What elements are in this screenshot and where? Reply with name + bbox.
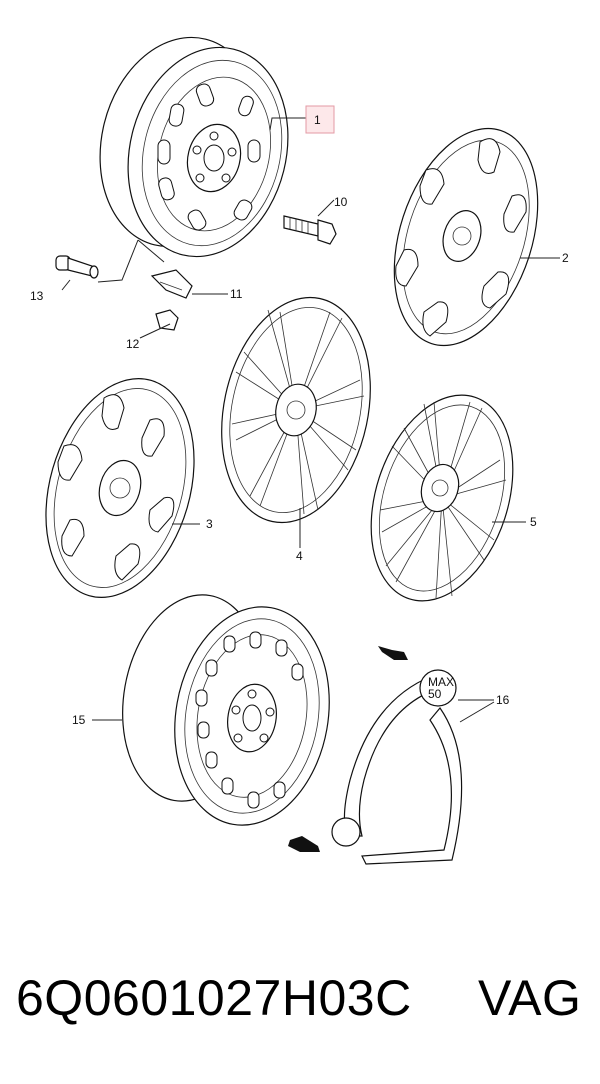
retaining-ring <box>331 669 463 865</box>
small-clip <box>155 309 179 331</box>
wheel-cover-5 <box>370 394 514 602</box>
callout-5: 5 <box>530 515 537 529</box>
wheel-cover-4 <box>221 296 371 524</box>
callout-13: 13 <box>30 289 44 303</box>
callout-3: 3 <box>206 517 213 531</box>
callout-4: 4 <box>296 549 303 563</box>
steel-wheel-rim <box>99 36 289 258</box>
callout-16: 16 <box>496 693 510 707</box>
callout-2: 2 <box>562 251 569 265</box>
arrow-icon <box>288 836 320 852</box>
footer: 6Q0601027H03C VAG <box>0 968 600 1048</box>
callout-11: 11 <box>230 287 243 301</box>
steel-wheel-15 <box>122 594 330 826</box>
tyre-valve <box>55 255 99 279</box>
weight-tag: MAX 50 <box>428 675 454 701</box>
leader-lines <box>61 117 560 723</box>
callout-1: 1 <box>314 113 321 127</box>
balance-weight <box>150 269 193 299</box>
wheel-cover-3 <box>45 378 195 598</box>
part-number: 6Q0601027H03C <box>16 970 412 1026</box>
arrow-icon <box>378 646 408 660</box>
svg-text:MAX: MAX <box>428 675 454 689</box>
callout-labels: 1 10 2 13 11 12 3 5 4 16 15 <box>30 105 569 727</box>
exploded-parts-diagram: MAX 50 1 10 2 13 11 12 3 5 4 16 15 <box>30 36 569 865</box>
wheel-cover-2 <box>393 127 539 347</box>
brand-name: VAG <box>478 970 582 1026</box>
callout-1-highlight <box>305 105 335 134</box>
callout-12: 12 <box>126 337 140 351</box>
callout-15: 15 <box>72 713 86 727</box>
wheel-bolt <box>283 215 337 245</box>
svg-text:50: 50 <box>428 687 442 701</box>
callout-10: 10 <box>334 195 348 209</box>
